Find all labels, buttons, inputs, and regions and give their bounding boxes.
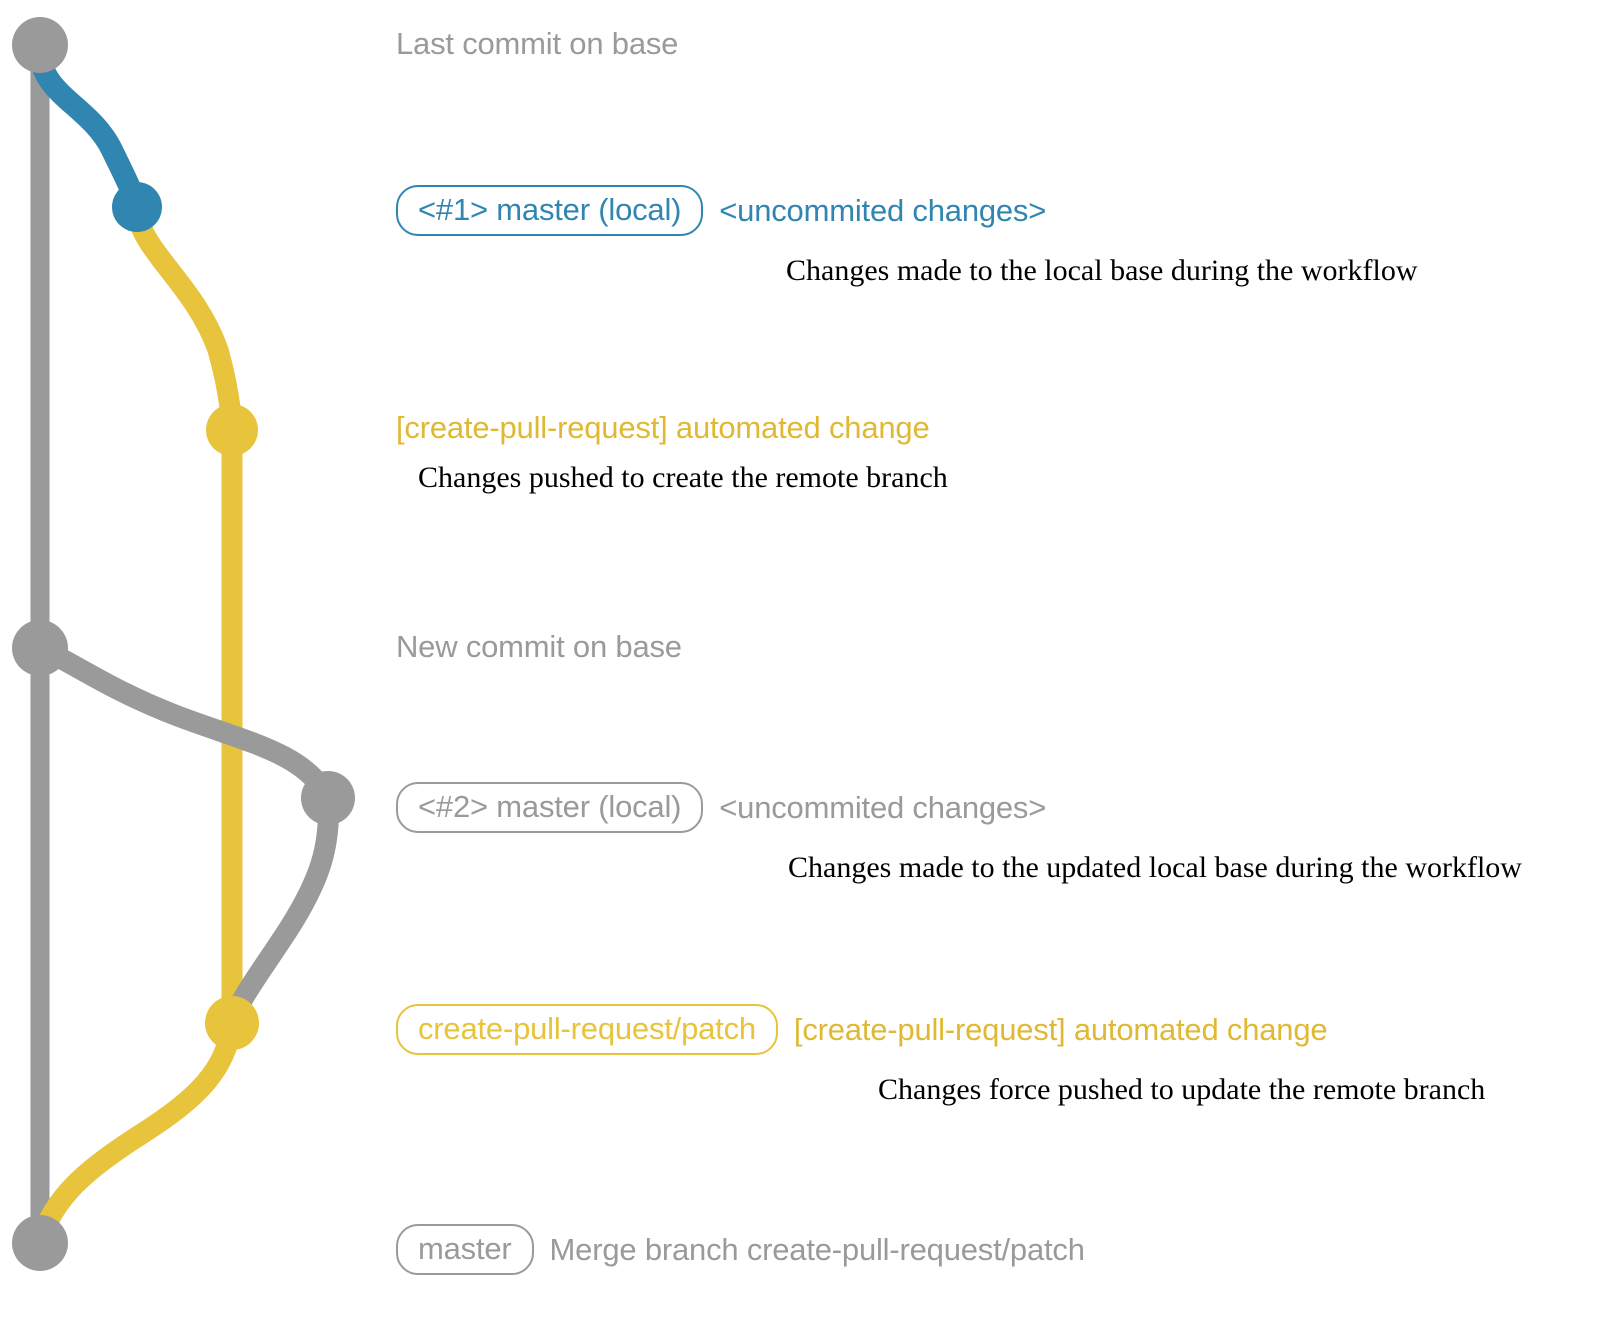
row-head: [create-pull-request] automated change [396,412,948,443]
commit-subject: <uncommited changes> [719,790,1047,825]
commit-subject: [create-pull-request] automated change [793,1012,1328,1047]
commit-subject: <uncommited changes> [719,193,1047,228]
graph-row-new-commit-on-base: New commit on base [396,631,682,662]
graph-row-last-commit-on-base: Last commit on base [396,28,678,59]
graph-row-master-local-2: <#2> master (local) <uncommited changes>… [396,782,1522,883]
edge-patch2-to-merge [29,1012,243,1254]
ref-badge-create-pull-request-patch[interactable]: create-pull-request/patch [396,1004,778,1055]
commit-node-local-1[interactable] [112,182,162,232]
commit-description: Changes force pushed to update the remot… [878,1073,1486,1106]
ref-badge-master-local-1[interactable]: <#1> master (local) [396,185,704,236]
commit-description: Changes made to the local base during th… [786,254,1418,287]
graph-row-automated-change-1: [create-pull-request] automated change C… [396,412,948,493]
commit-subject: [create-pull-request] automated change [396,410,930,445]
row-head: create-pull-request/patch [create-pull-r… [396,1004,1485,1055]
edge-basenew-to-local2 [29,637,339,809]
commit-node-base-head[interactable] [12,17,68,73]
graph-row-automated-change-2: create-pull-request/patch [create-pull-r… [396,1004,1485,1105]
commit-node-patch-1[interactable] [206,404,258,456]
commit-node-patch-2[interactable] [205,996,259,1050]
row-head: <#2> master (local) <uncommited changes> [396,782,1522,833]
commit-description: Changes pushed to create the remote bran… [418,461,948,494]
commit-subject: Merge branch create-pull-request/patch [549,1232,1085,1267]
commit-node-local-2[interactable] [301,771,355,825]
row-head: master Merge branch create-pull-request/… [396,1224,1085,1275]
ref-badge-master[interactable]: master [396,1224,534,1275]
commit-description: Changes made to the updated local base d… [788,851,1522,884]
commit-subject: New commit on base [396,629,682,664]
graph-row-merge-commit: master Merge branch create-pull-request/… [396,1224,1085,1275]
row-head: Last commit on base [396,28,678,59]
git-graph [12,17,355,1271]
ref-badge-master-local-2[interactable]: <#2> master (local) [396,782,704,833]
commit-node-base-new[interactable] [12,620,68,676]
commit-node-merge[interactable] [12,1215,68,1271]
graph-row-master-local-1: <#1> master (local) <uncommited changes>… [396,185,1418,286]
commit-subject: Last commit on base [396,26,679,61]
row-head: New commit on base [396,631,682,662]
row-head: <#1> master (local) <uncommited changes> [396,185,1418,236]
